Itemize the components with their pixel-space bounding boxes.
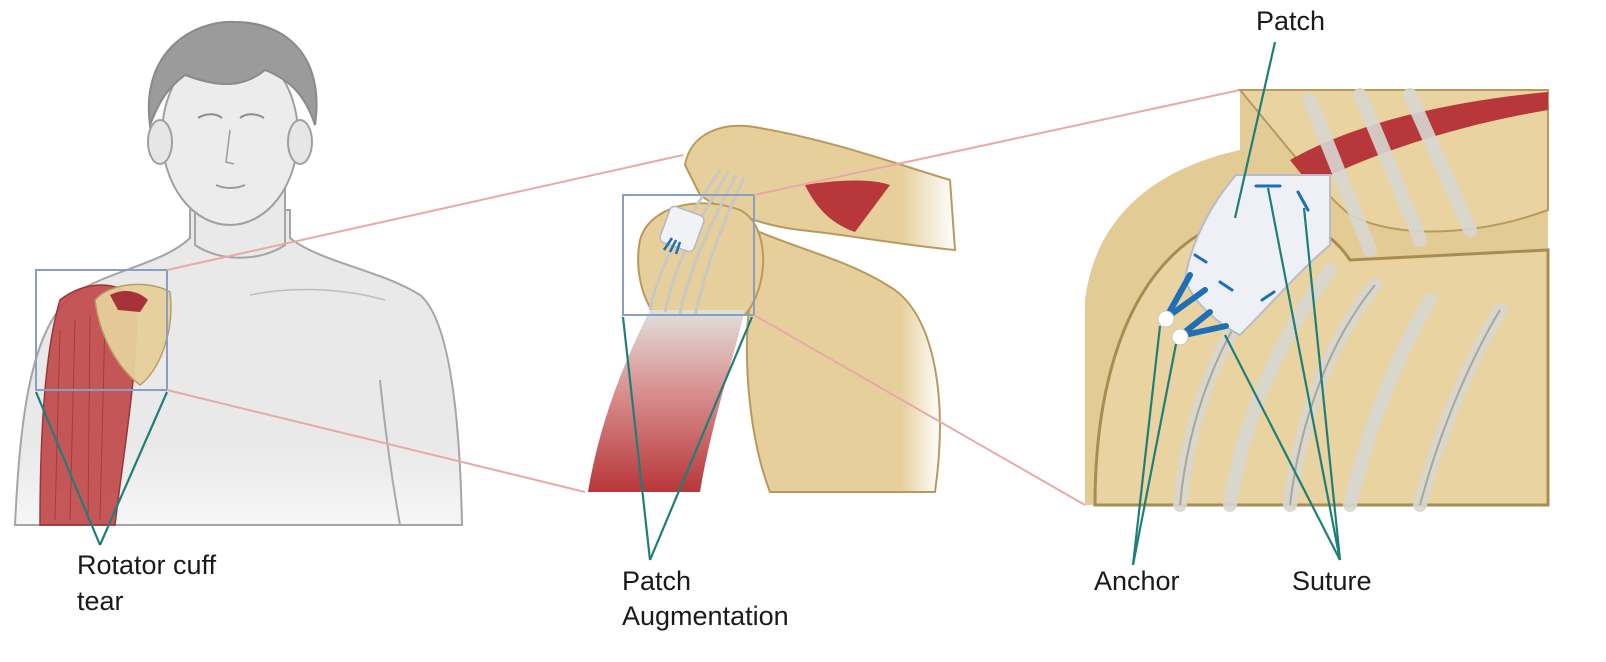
leader-suture-1 (1266, 187, 1342, 561)
nose (225, 129, 235, 165)
closeup-muscle (1290, 92, 1548, 185)
label-patch-augmentation-line1: Patch (622, 566, 692, 596)
figure-panel (13, 20, 464, 526)
zoom-connector-2-top (753, 89, 1241, 196)
shoulder-panel (588, 124, 957, 493)
label-anchor: Anchor (1094, 566, 1180, 596)
ear-left (147, 119, 173, 165)
leader-suture-2 (1302, 207, 1342, 561)
leader-lines (34, 41, 1342, 566)
label-patch: Patch (1256, 6, 1326, 36)
mouth (215, 184, 246, 189)
eye-left (197, 113, 223, 119)
clavicle-line (249, 288, 386, 301)
scapula-bone (94, 283, 172, 386)
anchor-2 (1171, 328, 1189, 346)
arm-contour (379, 379, 401, 526)
zoom-connector-2-bottom (753, 314, 1086, 506)
leader-rotator-1 (34, 391, 102, 546)
leader-patch (1233, 41, 1277, 219)
suture-marks (1193, 184, 1310, 302)
label-suture: Suture (1292, 566, 1372, 596)
zoom-box-figure (35, 269, 168, 391)
leader-patchaug-2 (648, 316, 754, 561)
label-rotator-cuff-tear-line1: Rotator cuff (77, 550, 217, 580)
leader-suture-3 (1224, 334, 1341, 561)
zoom-connector-1-top (166, 154, 684, 271)
supraspinatus-muscle (805, 180, 890, 232)
zoom-box-shoulder (622, 194, 755, 316)
tear-region (110, 290, 148, 312)
label-rotator-cuff-tear-line2: tear (77, 586, 124, 616)
patch-large (1183, 174, 1331, 337)
closeup-panel (1085, 88, 1550, 512)
anchor-1 (1157, 310, 1175, 328)
leader-patchaug-1 (621, 316, 652, 561)
ear-right (287, 119, 313, 165)
leader-anchor-1 (1131, 325, 1162, 566)
scapula-body (745, 228, 941, 493)
eye-right (239, 113, 265, 119)
hair (147, 20, 318, 129)
leader-anchor-2 (1131, 343, 1178, 566)
leader-rotator-2 (98, 391, 169, 546)
label-patch-augmentation-line2: Augmentation (622, 601, 789, 631)
sutures-small (662, 237, 682, 255)
zoom-connector-1-bottom (166, 389, 586, 493)
arm-muscle-2 (588, 310, 745, 492)
arm-muscle-fibers (54, 314, 106, 521)
